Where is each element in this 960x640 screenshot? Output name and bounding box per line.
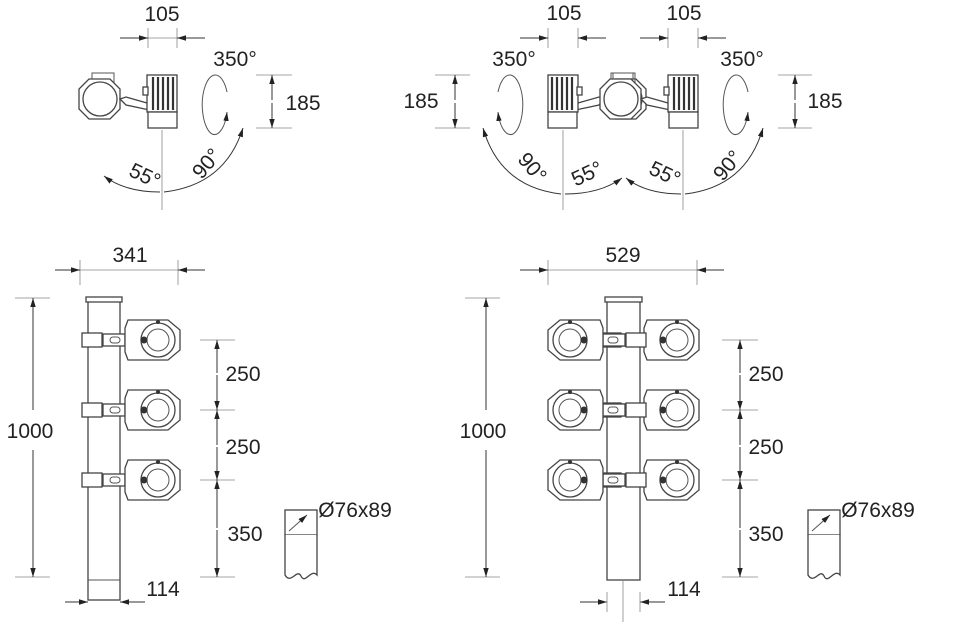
left-rotation-label: 350° [492,48,535,71]
right-height-label: 185 [807,90,842,113]
pole-diameter-label: 114 [667,578,701,601]
pipe-label: Ø76x89 [841,499,915,522]
tilt-arc-right [163,127,244,193]
pipe-detail [285,510,317,579]
right-rotation-label: 350° [720,48,763,71]
top-right-view: 105 350° 185 90° 55° 105 350° 185 55° 90… [403,2,843,210]
height-label: 1000 [460,420,507,443]
pole-diameter-label: 114 [146,578,180,601]
left-height-label: 185 [403,90,438,113]
rotation-label: 350° [213,48,256,71]
spacing-1-label: 250 [748,363,783,386]
overall-width-label: 529 [605,244,640,267]
top-left-view: 105 350° 185 55° 90° [77,3,321,210]
right-tilt-a-label: 55° [645,157,684,191]
pipe-detail [808,510,840,579]
left-tilt-a-label: 90° [513,148,551,187]
height-label: 185 [285,92,320,115]
tilt-arc-left [103,175,161,193]
tilt-right-label: 90° [188,144,226,183]
height-label: 1000 [7,420,54,443]
overall-width-label: 341 [112,244,147,267]
base-label: 350 [748,523,783,546]
right-width-label: 105 [666,2,701,25]
bottom-right-view: 529 1000 250 250 350 114 [460,244,915,622]
luminaire-plan [77,71,179,130]
spacing-2-label: 250 [225,436,260,459]
pipe-label: Ø76x89 [318,499,392,522]
luminaire-plan-right [598,71,700,130]
spacing-1-label: 250 [225,363,260,386]
left-tilt-b-label: 55° [568,157,607,191]
left-width-label: 105 [546,2,581,25]
bottom-left-view: 341 1000 250 250 350 114 Ø76x89 [7,244,392,605]
width-label: 105 [144,3,179,26]
right-tilt-b-label: 90° [709,146,747,185]
spacing-2-label: 250 [748,436,783,459]
rotation-arrow [201,74,229,135]
tilt-left-label: 55° [125,159,164,193]
base-label: 350 [227,523,262,546]
